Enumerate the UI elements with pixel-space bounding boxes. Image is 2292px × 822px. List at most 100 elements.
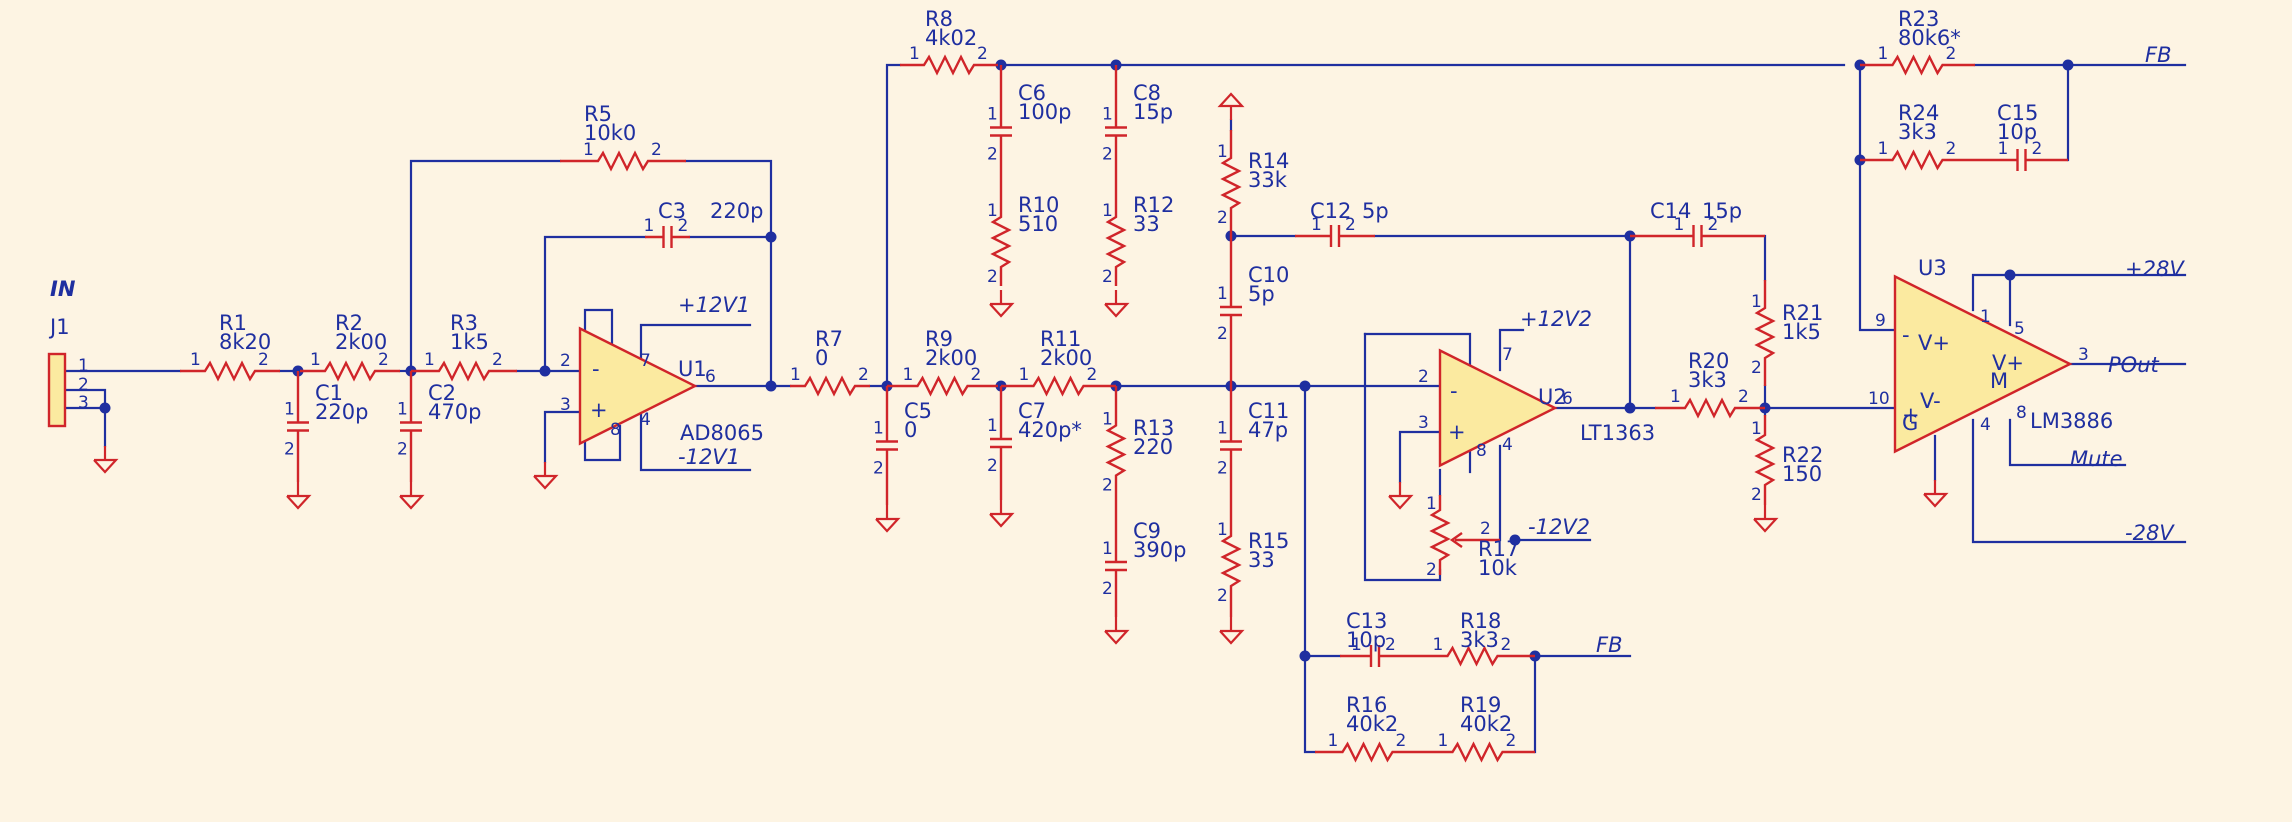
resistor-r14 [1220,130,1242,236]
resistor-ref: R23 [1898,7,1939,31]
supply-arrow-icon [1217,92,1245,120]
pin-number: 4 [1980,415,1991,435]
wire [1971,418,2187,544]
pin-number: 1 [583,140,594,160]
capacitor-ref: C3 [658,199,686,223]
ground-icon [1753,505,1779,533]
resistor-ref: R2 [335,311,363,335]
pin-number: 8 [2016,403,2027,423]
opamp-plus: + [1902,403,1920,427]
resistor-ref: R16 [1346,693,1387,717]
net-fb: FB [2145,43,2172,67]
pin-number: 2 [1385,635,1396,655]
capacitor-c7 [990,386,1012,500]
pin-label: V- [1920,389,1941,413]
pin-number: 3 [78,393,89,413]
pin-number: 7 [640,351,651,371]
pin-number: 2 [1738,387,1749,407]
resistor-r24 [1860,149,1975,171]
capacitor-value: 420p* [1018,418,1082,442]
supply-net: +28V [2125,257,2185,281]
resistor-r19 [1420,741,1535,763]
resistor-value: 1k5 [1782,320,1821,344]
pin-number: 1 [987,416,998,436]
pin-number: 2 [977,44,988,64]
pin-number: 1 [1980,307,1991,327]
resistor-r17 [1429,495,1451,575]
capacitor-c13 [1340,645,1410,667]
ground-icon [1104,617,1130,645]
capacitor-ref: C10 [1248,263,1289,287]
capacitor-ref: C13 [1346,609,1387,633]
opamp-part: LT1363 [1580,421,1655,445]
capacitor-value: 10p [1346,628,1386,652]
resistor-value: 3k3 [1898,120,1937,144]
pin-number: 2 [1708,215,1719,235]
wire [543,235,647,373]
pin-number: 1 [397,400,408,420]
resistor-value: 220 [1133,435,1173,459]
pin-number: 2 [1102,145,1113,165]
wire [1971,273,2187,312]
pin-number: 1 [1878,44,1889,64]
capacitor-ref: C2 [428,381,456,405]
junction-dot [1509,534,1521,546]
pin-number: 1 [424,350,435,370]
pin-number: 2 [1501,635,1512,655]
resistor-r23 [1860,54,1975,76]
opamp-u2 [1438,348,1558,468]
resistor-r5 [560,150,686,172]
resistor-ref: R15 [1248,529,1289,553]
resistor-ref: R12 [1133,193,1174,217]
resistor-ref: R9 [925,327,953,351]
resistor-value: 510 [1018,212,1058,236]
resistor-ref: R22 [1782,443,1823,467]
resistor-r18 [1410,645,1535,667]
pin-number: 2 [1946,139,1957,159]
pin-number: 1 [903,365,914,385]
resistor-value: 2k00 [925,346,977,370]
pin-number: 6 [705,367,716,387]
capacitor-ref: C8 [1133,81,1161,105]
pin-number: 1 [310,350,321,370]
pin-number: 2 [397,440,408,460]
pin-number: 1 [1217,142,1228,162]
opamp-ref: U3 [1918,256,1947,280]
connector-j1 [47,352,67,428]
resistor-ref: R1 [219,311,247,335]
pin-number: 1 [1751,419,1762,439]
wire [1363,332,1472,374]
net-mute: Mute [2070,447,2123,471]
resistor-r12 [1105,198,1127,286]
pin-number: 1 [1102,105,1113,125]
resistor-value: 33 [1248,548,1275,572]
capacitor-ref: C15 [1997,101,2038,125]
capacitor-c8 [1105,65,1127,198]
pin-number: 10 [1868,389,1890,409]
pin-number: 1 [1102,539,1113,559]
resistor-r13 [1105,386,1127,515]
pin-number: 2 [492,350,503,370]
wire [409,159,562,373]
resistor-value: 33k [1248,168,1288,192]
wire [1498,328,1525,372]
resistor-value: 10k [1478,556,1518,580]
resistor-r8 [900,54,998,76]
pin-number: 2 [1506,731,1517,751]
opamp-u3 [1893,274,2073,454]
resistor-ref: R21 [1782,301,1823,325]
pin-number: 2 [651,140,662,160]
ground-icon [1104,290,1130,318]
pin-number: 2 [1102,579,1113,599]
pin-number: 2 [1751,485,1762,505]
pin-number: 2 [78,375,89,395]
ground-icon [989,500,1015,528]
opamp-part: LM3886 [2030,409,2113,433]
capacitor-c12 [1295,225,1375,247]
input-title: IN [50,277,76,301]
opamp-minus: - [1902,323,1910,347]
supply-net: -28V [2125,521,2175,545]
capacitor-ref: C7 [1018,399,1046,423]
resistor-value: 3k3 [1688,368,1727,392]
